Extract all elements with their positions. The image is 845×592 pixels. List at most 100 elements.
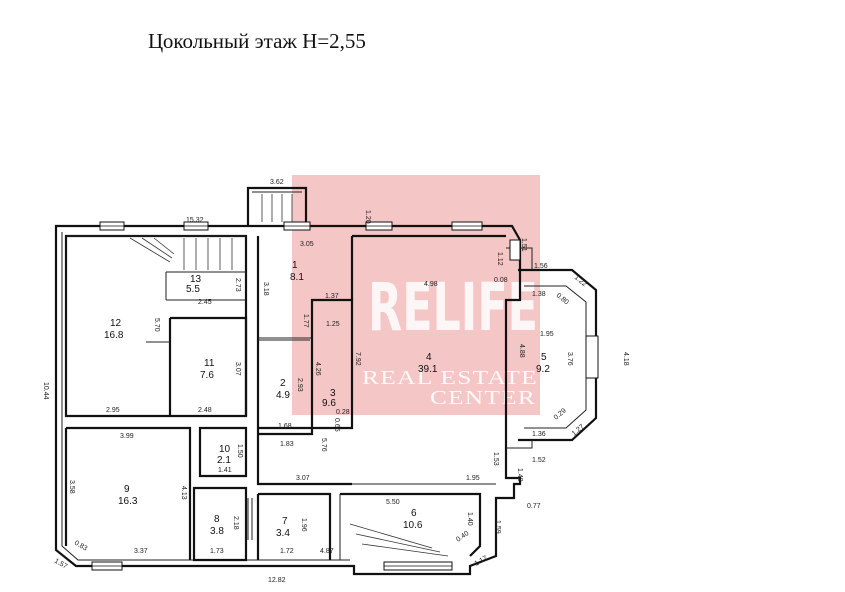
svg-text:7: 7 xyxy=(282,516,288,527)
svg-text:10.6: 10.6 xyxy=(403,520,423,531)
dimension-label: 12.82 xyxy=(268,577,286,584)
room-1-label: 1 8.1 xyxy=(290,260,304,283)
svg-text:8.1: 8.1 xyxy=(290,272,304,283)
svg-text:8: 8 xyxy=(214,514,220,525)
dimension-label: 1.12 xyxy=(496,252,503,266)
svg-text:7.6: 7.6 xyxy=(200,370,214,381)
dimension-label: 1.57 xyxy=(53,558,68,571)
interior-walls xyxy=(64,234,506,562)
dimension-label: 2.18 xyxy=(232,516,239,530)
dimension-label: 7.92 xyxy=(354,352,361,366)
dimension-label: 1.95 xyxy=(466,475,480,482)
dimension-label: 4.88 xyxy=(518,344,525,358)
dimension-label: 3.07 xyxy=(234,362,241,376)
svg-text:2: 2 xyxy=(280,378,286,389)
dimension-label: 5.76 xyxy=(320,438,327,452)
plan-title: Цокольный этаж Н=2,55 xyxy=(148,29,366,53)
watermark-line1: REAL ESTATE xyxy=(362,367,538,389)
watermark-line2: CENTER xyxy=(430,387,536,409)
dimension-label: 4.98 xyxy=(424,281,438,288)
dimension-label: 1.59 xyxy=(494,520,501,534)
dimension-label: 3.99 xyxy=(120,433,134,440)
dimension-label: 1.25 xyxy=(326,321,340,328)
room-7-label: 7 3.4 xyxy=(276,516,290,539)
dimension-label: 1.53 xyxy=(492,452,499,466)
dimension-label: 1.41 xyxy=(218,467,232,474)
room-10-label: 10 2.1 xyxy=(217,444,231,466)
room-2-label: 2 4.9 xyxy=(276,378,290,401)
dimension-label: 1.51 xyxy=(520,238,527,252)
dimension-label: 10.44 xyxy=(42,382,49,400)
dimension-label: 1.83 xyxy=(280,441,294,448)
dimension-label: 0.08 xyxy=(494,277,508,284)
svg-text:4: 4 xyxy=(426,352,432,363)
dimension-label: 2.93 xyxy=(296,378,303,392)
room-5-label: 5 9.2 xyxy=(536,352,550,375)
dimension-label: 0.40 xyxy=(455,530,470,544)
stairs xyxy=(129,194,449,557)
room-8-label: 8 3.8 xyxy=(210,514,224,537)
dimension-label: 1.17 xyxy=(474,555,489,568)
dimension-label: 2.73 xyxy=(234,278,241,292)
svg-text:9.2: 9.2 xyxy=(536,364,550,375)
svg-text:10: 10 xyxy=(219,444,231,455)
dimension-label: 1.68 xyxy=(278,423,292,430)
dimension-label: 1.73 xyxy=(210,548,224,555)
dimension-label: 2.45 xyxy=(198,299,212,306)
svg-text:3.4: 3.4 xyxy=(276,528,290,539)
svg-text:12: 12 xyxy=(110,318,122,329)
watermark-block xyxy=(292,175,540,415)
dimension-label: 1.77 xyxy=(302,314,309,328)
svg-text:6: 6 xyxy=(411,508,417,519)
dimension-label: 4.26 xyxy=(314,362,321,376)
svg-text:5.5: 5.5 xyxy=(186,284,200,295)
dimension-label: 2.48 xyxy=(198,407,212,414)
watermark: RELIFE REAL ESTATE CENTER xyxy=(292,175,540,415)
svg-text:3: 3 xyxy=(330,388,336,399)
dimension-label: 2.95 xyxy=(106,407,120,414)
svg-text:11: 11 xyxy=(204,358,215,369)
svg-text:39.1: 39.1 xyxy=(418,364,438,375)
dimension-label: 3.05 xyxy=(300,241,314,248)
svg-text:4.9: 4.9 xyxy=(276,390,290,401)
room-6-label: 6 10.6 xyxy=(403,508,423,531)
dimension-label: 1.36 xyxy=(532,431,546,438)
room-13-label: 13 5.5 xyxy=(186,274,202,295)
dimension-label: 1.52 xyxy=(532,457,546,464)
watermark-brand: RELIFE xyxy=(368,269,538,346)
svg-text:9.6: 9.6 xyxy=(322,398,336,409)
dimension-label: 3.37 xyxy=(134,548,148,555)
dimension-label: 0.77 xyxy=(527,503,541,510)
dimension-label: 1.22 xyxy=(573,274,588,288)
dimension-label: 4.18 xyxy=(622,352,629,366)
svg-text:3.8: 3.8 xyxy=(210,526,224,537)
dimension-label: 3.58 xyxy=(68,480,75,494)
dimension-label: 1.50 xyxy=(236,444,243,458)
dimension-label: 1.40 xyxy=(466,512,473,526)
dimension-label: 0.65 xyxy=(333,418,340,432)
svg-text:2.1: 2.1 xyxy=(217,455,231,466)
dimension-label: 1.95 xyxy=(540,331,554,338)
dimension-label: 0.28 xyxy=(336,409,350,416)
svg-text:9: 9 xyxy=(124,484,130,495)
dimension-label: 0.80 xyxy=(555,292,570,306)
dimension-label: 1.20 xyxy=(364,210,371,224)
dimension-label: 5.50 xyxy=(386,499,400,506)
dimension-label: 0.83 xyxy=(73,540,88,553)
dimension-label: 1.48 xyxy=(516,468,523,482)
svg-text:5: 5 xyxy=(541,352,547,363)
room-labels: 1 8.1 2 4.9 3 9.6 4 39.1 5 9.2 6 10.6 7 … xyxy=(104,260,550,539)
svg-text:16.8: 16.8 xyxy=(104,330,124,341)
room-3-label: 3 9.6 xyxy=(322,388,336,409)
dimension-label: 3.62 xyxy=(270,179,284,186)
svg-text:16.3: 16.3 xyxy=(118,496,138,507)
dimension-label: 3.18 xyxy=(262,282,269,296)
windows xyxy=(91,221,599,571)
dimension-label: 1.37 xyxy=(325,293,339,300)
dimension-label: 1.96 xyxy=(300,518,307,532)
dimension-label: 3.07 xyxy=(296,475,310,482)
dimension-label: 5.70 xyxy=(153,318,160,332)
room-9-label: 9 16.3 xyxy=(118,484,138,507)
dimension-label: 4.13 xyxy=(180,486,187,500)
